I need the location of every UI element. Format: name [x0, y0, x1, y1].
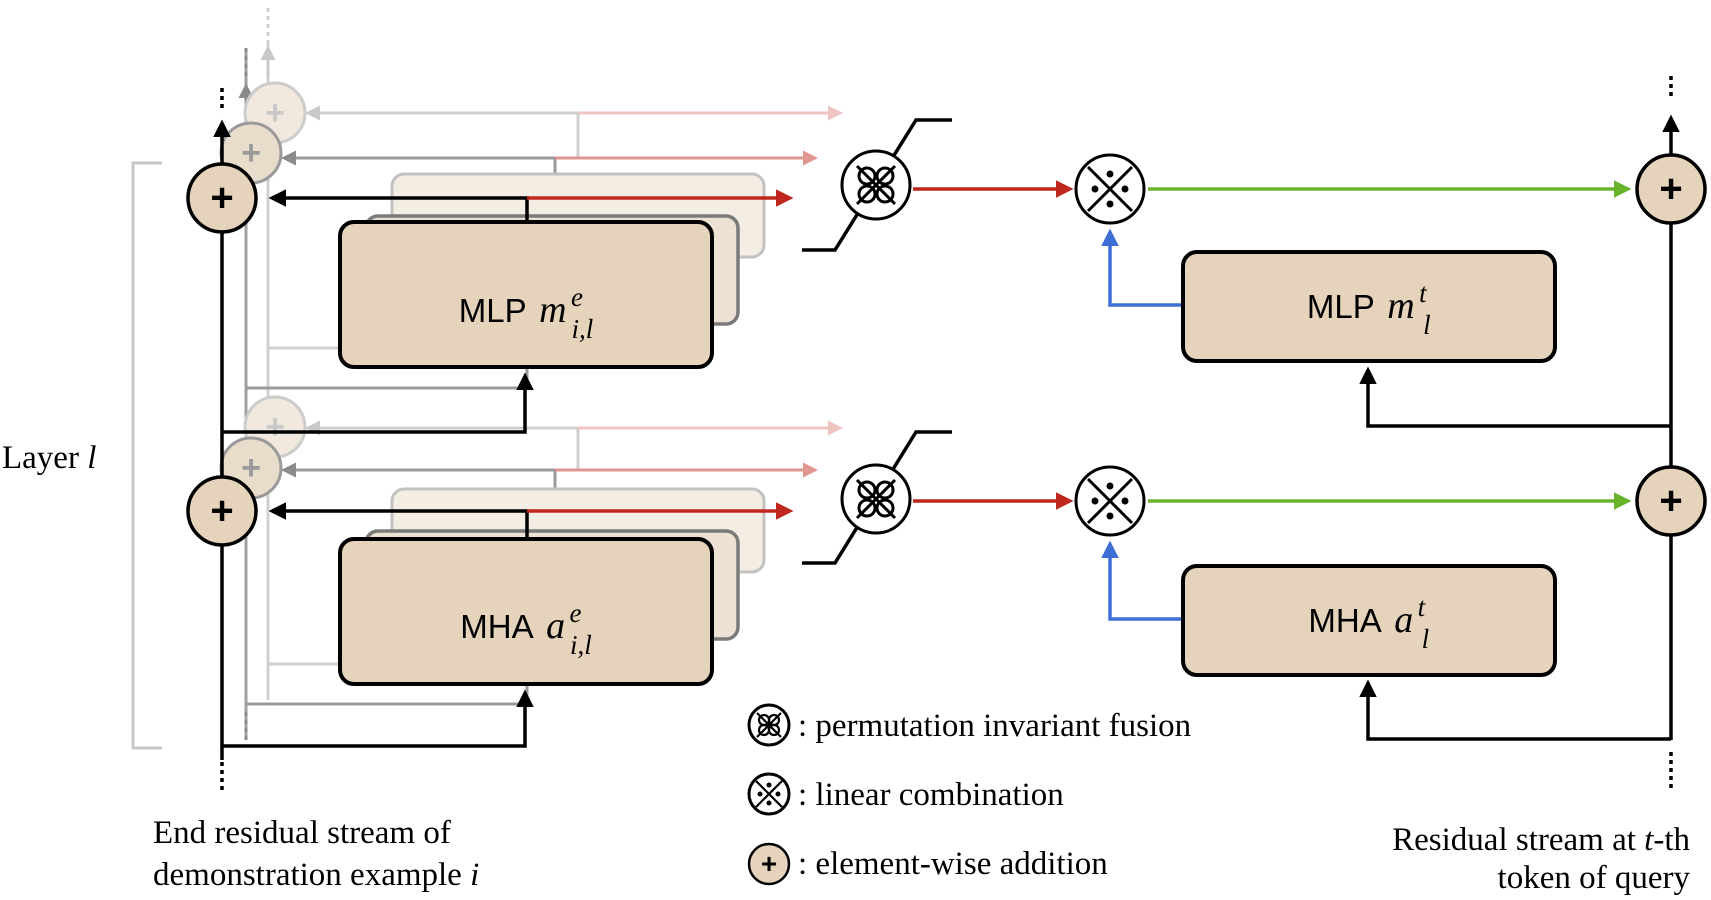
- query-mha-to-combination-arrow: [1101, 540, 1182, 621]
- layer-bracket: [131, 161, 162, 750]
- mlp-demo-block: MLP m e i,l: [338, 220, 714, 369]
- query-input-mlp-arrow: [1359, 366, 1671, 428]
- demo-caption-line2: demonstration example i: [153, 857, 479, 893]
- query-input-mha-arrow: [1359, 679, 1671, 741]
- linear-combination-icon: [747, 772, 791, 816]
- mha-query-block: MHA a t l: [1181, 564, 1557, 677]
- svg-text:+: +: [265, 94, 285, 132]
- mha-demo-connections: [222, 502, 794, 748]
- query-mlp-to-combination-arrow: [1101, 228, 1182, 307]
- svg-text:+: +: [241, 134, 261, 172]
- mha-query-label: MHA a t l: [1308, 592, 1429, 654]
- legend-fusion-text: : permutation invariant fusion: [798, 708, 1191, 744]
- svg-text:+: +: [210, 176, 233, 220]
- svg-text:+: +: [265, 408, 285, 446]
- svg-text:+: +: [241, 449, 261, 487]
- plus-node-mha-demo: +: [186, 475, 258, 547]
- query-caption-line2: token of query: [1498, 860, 1691, 896]
- mlp-query-block: MLP m t l: [1181, 250, 1557, 363]
- query-caption-line1: Residual stream at t-th: [1392, 822, 1690, 858]
- plus-node-mlp-demo: +: [186, 162, 258, 234]
- linear-combination-icon: [1074, 465, 1146, 537]
- legend-linear-text: : linear combination: [798, 777, 1064, 813]
- legend: : permutation invariant fusion : linear …: [747, 703, 1191, 886]
- plus-node-mha-query: +: [1635, 465, 1707, 537]
- demo-caption: End residual stream of demonstration exa…: [153, 815, 479, 893]
- mlp-demo-label: MLP m e i,l: [459, 282, 593, 344]
- legend-addition-text: : element-wise addition: [798, 846, 1108, 882]
- plus-node-mlp-query: +: [1635, 153, 1707, 225]
- demo-caption-line1: End residual stream of: [153, 815, 451, 851]
- linear-combination-icon: [1074, 153, 1146, 225]
- mlp-query-label: MLP m t l: [1307, 278, 1431, 340]
- plus-icon: +: [747, 842, 791, 886]
- query-caption: Residual stream at t-th token of query: [1392, 822, 1690, 896]
- fusion-icon: [747, 703, 791, 747]
- svg-text:+: +: [1659, 479, 1682, 523]
- mha-demo-label: MHA a e i,l: [460, 598, 591, 660]
- svg-text:+: +: [1659, 167, 1682, 211]
- fusion-icon: [840, 149, 912, 221]
- mlp-demo-connections: [222, 189, 794, 434]
- svg-text:+: +: [210, 489, 233, 533]
- svg-text:+: +: [761, 848, 777, 879]
- layer-label: Layer l: [2, 440, 96, 476]
- fusion-icon: [840, 463, 912, 535]
- mha-demo-block: MHA a e i,l: [338, 537, 714, 686]
